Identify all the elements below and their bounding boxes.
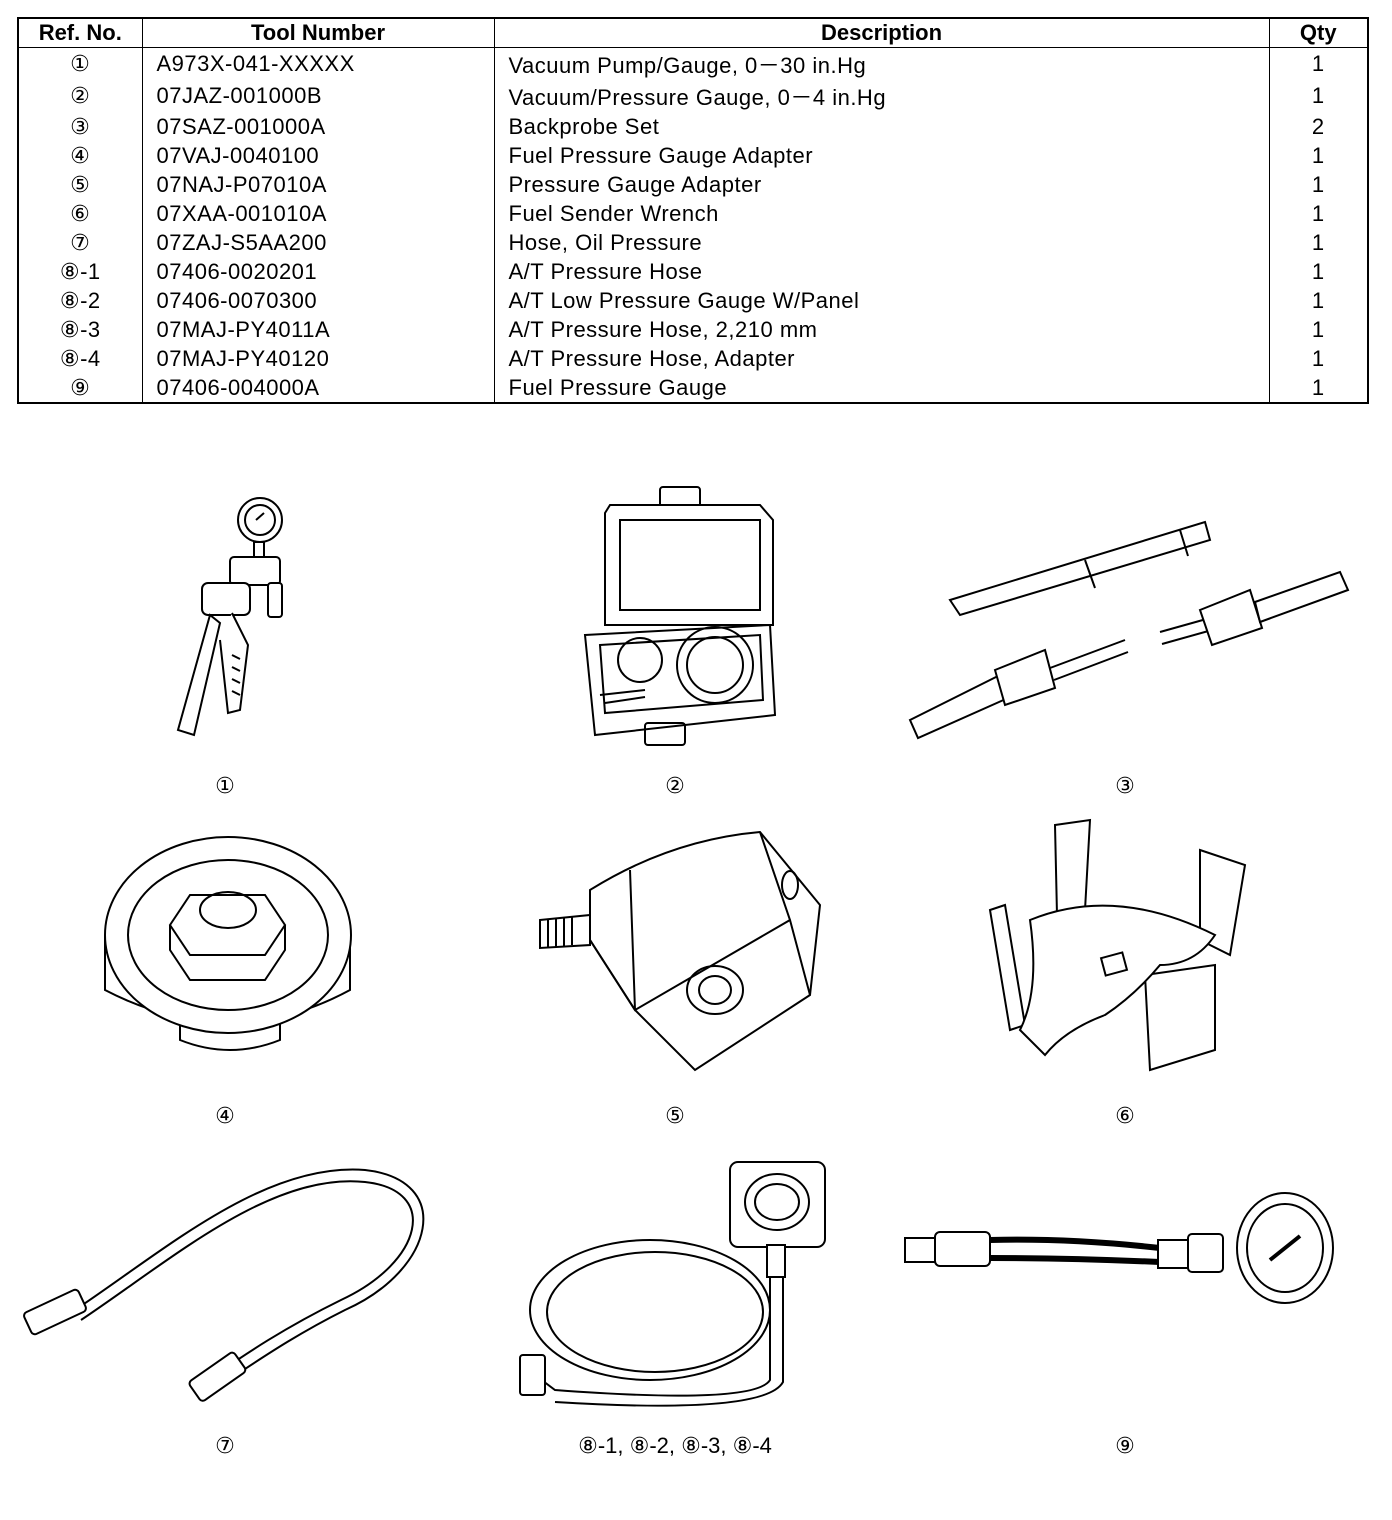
ref-cell: ⑧-4 [17, 344, 143, 373]
fuel-pressure-gauge-illustration [900, 1190, 1340, 1310]
qty-cell: 1 [1268, 257, 1369, 286]
description-cell: A/T Pressure Hose, 2,210 mm [493, 315, 1270, 344]
caption-4: ④ [215, 1103, 235, 1128]
ref-cell: ⑨ [17, 373, 143, 403]
qty-cell: 1 [1268, 170, 1369, 199]
tool-number-cell: 07MAJ-PY40120 [141, 344, 495, 373]
header-ref-no: Ref. No. [17, 17, 143, 48]
tool-number-cell: A973X-041-XXXXX [141, 47, 495, 80]
tool-number-cell: 07SAZ-001000A [141, 112, 495, 141]
gauge-case-illustration [575, 485, 785, 750]
caption-7: ⑦ [215, 1433, 235, 1458]
tool-number-cell: 07406-0020201 [141, 257, 495, 286]
tool-number-cell: 07MAJ-PY4011A [141, 315, 495, 344]
ref-cell: ⑧-2 [17, 286, 143, 315]
qty-cell: 1 [1268, 286, 1369, 315]
oil-pressure-hose-illustration [15, 1160, 435, 1410]
description-cell: A/T Low Pressure Gauge W/Panel [493, 286, 1270, 315]
qty-cell: 2 [1268, 112, 1369, 141]
header-tool-number: Tool Number [141, 17, 495, 48]
tool-number-cell: 07ZAJ-S5AA200 [141, 228, 495, 257]
description-cell: A/T Pressure Hose, Adapter [493, 344, 1270, 373]
description-cell: Backprobe Set [493, 112, 1270, 141]
tool-number-cell: 07VAJ-0040100 [141, 141, 495, 170]
description-cell: A/T Pressure Hose [493, 257, 1270, 286]
pressure-gauge-adapter-illustration [520, 830, 820, 1075]
description-cell: Fuel Pressure Gauge Adapter [493, 141, 1270, 170]
ref-cell: ⑤ [17, 170, 143, 199]
ref-cell: ⑧-1 [17, 257, 143, 286]
description-cell: Pressure Gauge Adapter [493, 170, 1270, 199]
qty-cell: 1 [1268, 344, 1369, 373]
description-cell: Vacuum/Pressure Gauge, 0－4 in.Hg [493, 80, 1270, 112]
ref-cell: ⑦ [17, 228, 143, 257]
tool-number-cell: 07406-004000A [141, 373, 495, 403]
ref-cell: ② [17, 80, 143, 112]
qty-cell: 1 [1268, 199, 1369, 228]
ref-cell: ① [17, 47, 143, 80]
caption-5: ⑤ [665, 1103, 685, 1128]
at-pressure-gauge-illustration [515, 1160, 835, 1415]
tool-number-cell: 07JAZ-001000B [141, 80, 495, 112]
table-header: Ref. No. Tool Number Description Qty [17, 17, 1369, 48]
caption-6: ⑥ [1115, 1103, 1135, 1128]
qty-cell: 1 [1268, 315, 1369, 344]
caption-9: ⑨ [1115, 1433, 1135, 1458]
vacuum-pump-gauge-illustration [150, 495, 300, 745]
ref-cell: ⑧-3 [17, 315, 143, 344]
description-cell: Vacuum Pump/Gauge, 0－30 in.Hg [493, 47, 1270, 80]
description-cell: Fuel Pressure Gauge [493, 373, 1270, 403]
description-cell: Fuel Sender Wrench [493, 199, 1270, 228]
tool-number-cell: 07NAJ-P07010A [141, 170, 495, 199]
caption-3: ③ [1115, 773, 1135, 798]
ref-cell: ③ [17, 112, 143, 141]
qty-cell: 1 [1268, 373, 1369, 403]
caption-1: ① [215, 773, 235, 798]
fuel-sender-wrench-illustration [985, 815, 1255, 1085]
fuel-gauge-adapter-illustration [100, 815, 360, 1055]
ref-cell: ⑥ [17, 199, 143, 228]
caption-2: ② [665, 773, 685, 798]
header-description: Description [493, 17, 1270, 48]
caption-8: ⑧-1, ⑧-2, ⑧-3, ⑧-4 [578, 1433, 772, 1458]
ref-cell: ④ [17, 141, 143, 170]
description-cell: Hose, Oil Pressure [493, 228, 1270, 257]
backprobe-set-illustration [900, 510, 1360, 750]
header-qty: Qty [1268, 17, 1369, 48]
qty-cell: 1 [1268, 80, 1369, 112]
tool-number-cell: 07406-0070300 [141, 286, 495, 315]
qty-cell: 1 [1268, 228, 1369, 257]
qty-cell: 1 [1268, 47, 1369, 80]
qty-cell: 1 [1268, 141, 1369, 170]
tool-number-cell: 07XAA-001010A [141, 199, 495, 228]
